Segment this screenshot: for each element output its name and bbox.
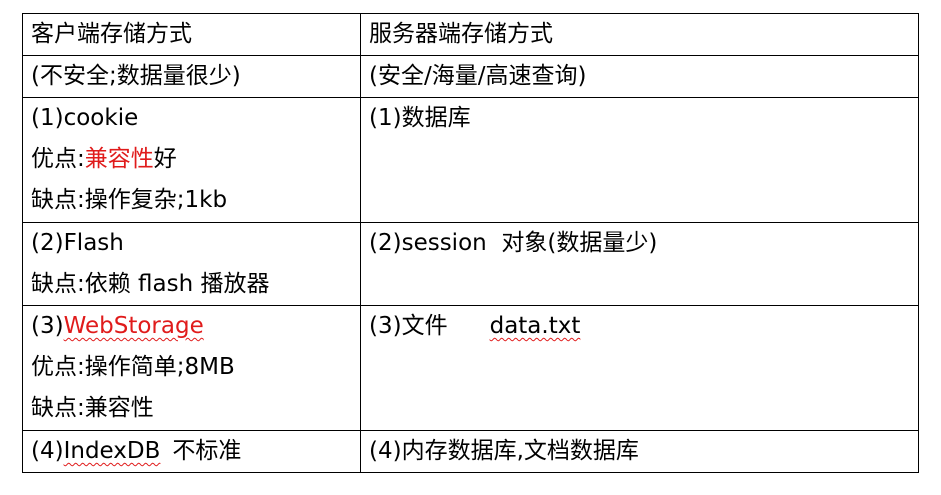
- table-row-indexdb: (4)IndexDB 不标准 (4)内存数据库,文档数据库: [22, 430, 919, 473]
- file-title: (3)文件: [369, 313, 448, 339]
- flash-cons-line: 缺点:依赖 flash 播放器: [31, 271, 270, 297]
- webstorage-title-highlight: WebStorage: [63, 313, 204, 339]
- file-name: data.txt: [489, 313, 581, 339]
- webstorage-pros-line: 优点:操作简单;8MB: [31, 354, 235, 380]
- subheader-server-cell: (安全/海量/高速查询): [360, 55, 919, 98]
- cookie-pros-line: 优点:兼容性好: [31, 139, 360, 180]
- table-row-webstorage: (3)WebStorage 优点:操作简单;8MB 缺点:兼容性 (3)文件 da…: [22, 305, 919, 431]
- file-server-cell: (3)文件 data.txt: [360, 305, 919, 431]
- file-title-line: (3)文件 data.txt: [369, 306, 918, 347]
- table-row-flash: (2)Flash 缺点:依赖 flash 播放器 (2)session 对象(数…: [22, 222, 919, 306]
- database-server-cell: (1)数据库: [360, 97, 919, 223]
- webstorage-cons-line: 缺点:兼容性: [31, 395, 154, 421]
- storage-comparison-table: 客户端存储方式 服务器端存储方式 (不安全;数据量很少) (安全/海量/高速查询…: [22, 13, 919, 473]
- indexdb-title-prefix: (4): [31, 438, 64, 464]
- storage-comparison-table-wrapper: 客户端存储方式 服务器端存储方式 (不安全;数据量很少) (安全/海量/高速查询…: [22, 13, 919, 473]
- flash-client-cell: (2)Flash 缺点:依赖 flash 播放器: [22, 222, 361, 306]
- subheader-client-cell: (不安全;数据量很少): [22, 55, 361, 98]
- database-title: (1)数据库: [369, 105, 471, 131]
- cookie-cons-line: 缺点:操作复杂;1kb: [31, 187, 228, 213]
- header-server-cell: 服务器端存储方式: [360, 13, 919, 56]
- indexdb-client-cell: (4)IndexDB 不标准: [22, 430, 361, 473]
- cookie-pros-prefix: 优点:: [31, 146, 85, 172]
- session-server-cell: (2)session 对象(数据量少): [360, 222, 919, 306]
- flash-title: (2)Flash: [31, 230, 124, 256]
- indexdb-title-line: (4)IndexDB 不标准: [31, 431, 360, 472]
- indexdb-title-suffix: 不标准: [172, 438, 242, 464]
- cookie-pros-highlight: 兼容性: [84, 146, 154, 172]
- table-row-subheader: (不安全;数据量很少) (安全/海量/高速查询): [22, 55, 919, 98]
- webstorage-title-prefix: (3): [31, 313, 64, 339]
- table-row-cookie: (1)cookie 优点:兼容性好 缺点:操作复杂;1kb (1)数据库: [22, 97, 919, 223]
- webstorage-title-line: (3)WebStorage: [31, 306, 360, 347]
- memory-db-title: (4)内存数据库,文档数据库: [369, 438, 639, 464]
- table-row-header: 客户端存储方式 服务器端存储方式: [22, 13, 919, 56]
- header-client-cell: 客户端存储方式: [22, 13, 361, 56]
- cookie-pros-suffix: 好: [153, 146, 177, 172]
- cookie-client-cell: (1)cookie 优点:兼容性好 缺点:操作复杂;1kb: [22, 97, 361, 223]
- memory-db-server-cell: (4)内存数据库,文档数据库: [360, 430, 919, 473]
- indexdb-title-word: IndexDB: [63, 438, 161, 464]
- session-title: (2)session 对象(数据量少): [369, 230, 658, 256]
- webstorage-client-cell: (3)WebStorage 优点:操作简单;8MB 缺点:兼容性: [22, 305, 361, 431]
- cookie-title: (1)cookie: [31, 105, 139, 131]
